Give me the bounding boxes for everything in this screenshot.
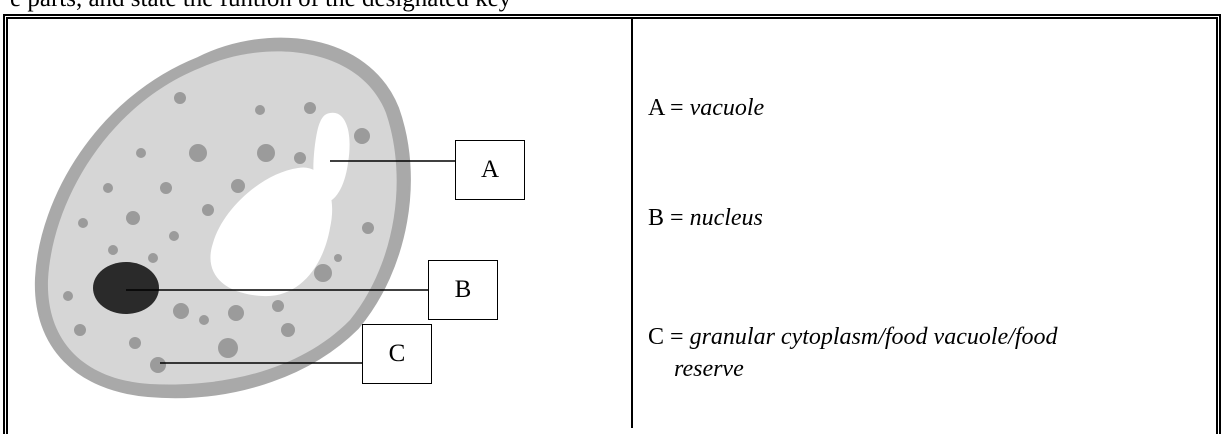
header-text: e parts, and state the funtion of the de…	[10, 0, 511, 11]
granules	[63, 92, 374, 373]
key-row-b: B = nucleus	[648, 205, 763, 231]
key-term-b: nucleus	[689, 205, 763, 231]
answer-table	[3, 14, 1221, 434]
key-row-c: C = granular cytoplasm/food vacuole/food…	[648, 321, 1058, 385]
label-c: C	[362, 324, 432, 384]
label-a: A	[455, 140, 525, 200]
key-term-a: vacuole	[689, 95, 765, 121]
vacuole-large	[210, 167, 333, 297]
key-cell: A = vacuole B = nucleus C = granular cyt…	[648, 18, 1218, 423]
table-divider	[631, 18, 633, 428]
key-term-c-cont: reserve	[674, 356, 744, 382]
cell-diagram: A B C	[8, 18, 631, 423]
vacuole-small	[313, 112, 350, 203]
cell-illustration	[34, 37, 457, 399]
key-row-a: A = vacuole	[648, 95, 765, 121]
nucleus	[93, 262, 159, 314]
label-b: B	[428, 260, 498, 320]
key-term-c: granular cytoplasm/food vacuole/food	[689, 324, 1058, 350]
